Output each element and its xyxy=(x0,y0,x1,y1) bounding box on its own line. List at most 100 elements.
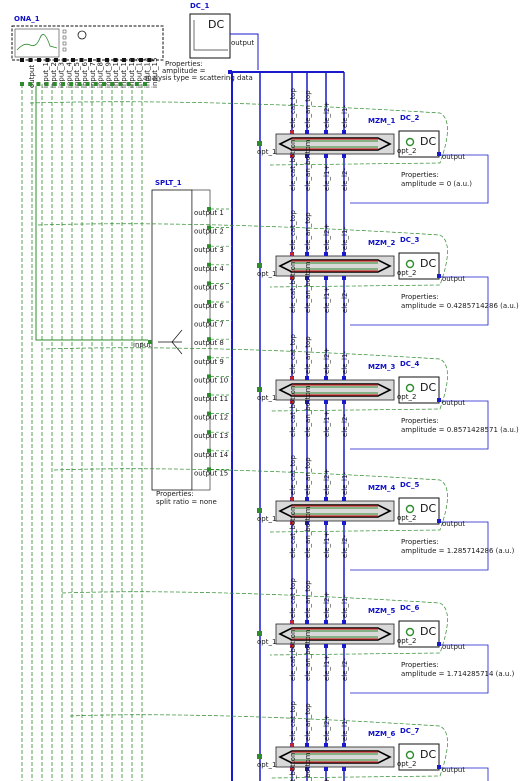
splitter-output-pin[interactable] xyxy=(207,319,211,323)
dc-output-pin[interactable] xyxy=(437,398,441,402)
mzm-pin-top[interactable] xyxy=(305,252,309,256)
mzm-opt1-pin[interactable] xyxy=(257,754,262,759)
ona-pin[interactable] xyxy=(135,82,139,86)
mzm-pin-bottom-label: ele_l1+ xyxy=(323,655,331,681)
ona-pin[interactable] xyxy=(28,82,32,86)
ona-pin[interactable] xyxy=(94,82,98,86)
ona-pin[interactable] xyxy=(45,82,49,86)
mzm-pin-top[interactable] xyxy=(342,620,346,624)
ona-pin[interactable] xyxy=(61,82,65,86)
splitter-output-label: output 14 xyxy=(194,451,229,459)
ona-port[interactable] xyxy=(80,58,84,62)
mzm-pin-bottom-label: ele_cat_bottom xyxy=(289,383,297,437)
splitter-output-pin[interactable] xyxy=(207,393,211,397)
dc-output-pin[interactable] xyxy=(437,765,441,769)
mzm-pin-bottom[interactable] xyxy=(324,521,328,525)
ona-pin[interactable] xyxy=(69,82,73,86)
mzm-pin-top-label: ele_l1- xyxy=(341,105,349,128)
mzm-pin-top[interactable] xyxy=(324,252,328,256)
dc-output-pin[interactable] xyxy=(437,519,441,523)
mzm-pin-bottom[interactable] xyxy=(342,276,346,280)
mzm-pin-top[interactable] xyxy=(324,130,328,134)
mzm-pin-top[interactable] xyxy=(305,620,309,624)
ona-pin[interactable] xyxy=(102,82,106,86)
mzm-pin-bottom[interactable] xyxy=(324,400,328,404)
splitter-output-pin[interactable] xyxy=(207,356,211,360)
mzm-opt2-label: opt_2 xyxy=(397,269,416,277)
mzm-pin-top[interactable] xyxy=(305,130,309,134)
mzm-pin-bottom[interactable] xyxy=(342,767,346,771)
ona-port[interactable] xyxy=(105,58,109,62)
mzm-pin-top[interactable] xyxy=(324,497,328,501)
ona-pin[interactable] xyxy=(53,82,57,86)
splitter-block[interactable] xyxy=(152,190,192,490)
ona-port[interactable] xyxy=(63,58,67,62)
mzm-pin-top[interactable] xyxy=(342,376,346,380)
mzm-opt1-pin[interactable] xyxy=(257,141,262,146)
ona-port[interactable] xyxy=(54,58,58,62)
splitter-output-pin[interactable] xyxy=(207,337,211,341)
dc-title: DC_6 xyxy=(400,604,419,612)
ona-pin[interactable] xyxy=(77,82,81,86)
mzm-title: MZM_2 xyxy=(368,239,396,247)
mzm-pin-top[interactable] xyxy=(324,620,328,624)
mzm-pin-top[interactable] xyxy=(324,743,328,747)
splitter-output-pin[interactable] xyxy=(207,207,211,211)
mzm-pin-top[interactable] xyxy=(305,743,309,747)
mzm-pin-top[interactable] xyxy=(342,130,346,134)
ona-pin[interactable] xyxy=(118,82,122,86)
splitter-output-pin[interactable] xyxy=(207,281,211,285)
mzm-pin-top[interactable] xyxy=(305,497,309,501)
mzm-pin-top[interactable] xyxy=(342,497,346,501)
mzm-pin-bottom[interactable] xyxy=(324,767,328,771)
ona-pin[interactable] xyxy=(127,82,131,86)
mzm-pin-bottom[interactable] xyxy=(342,521,346,525)
dc-top-pin[interactable] xyxy=(228,70,232,74)
splitter-output-pin[interactable] xyxy=(207,226,211,230)
mzm-pin-top-red xyxy=(290,376,294,380)
ona-port[interactable] xyxy=(46,58,50,62)
mzm-pin-bottom[interactable] xyxy=(324,154,328,158)
ona-port[interactable] xyxy=(20,58,24,62)
ona-port[interactable] xyxy=(71,58,75,62)
mzm-pin-bottom[interactable] xyxy=(324,644,328,648)
splitter-output-pin[interactable] xyxy=(207,449,211,453)
mzm-pin-bottom[interactable] xyxy=(342,400,346,404)
mzm-loop-wire xyxy=(38,224,448,287)
mzm-pin-bottom[interactable] xyxy=(342,154,346,158)
splitter-output-pin[interactable] xyxy=(207,300,211,304)
ona-pin[interactable] xyxy=(20,82,24,86)
dc-output-pin[interactable] xyxy=(437,152,441,156)
ona-port[interactable] xyxy=(88,58,92,62)
splitter-output-pin[interactable] xyxy=(207,430,211,434)
mzm-pin-top[interactable] xyxy=(324,376,328,380)
mzm-opt1-pin[interactable] xyxy=(257,263,262,268)
mzm-opt1-pin[interactable] xyxy=(257,387,262,392)
mzm-pin-top[interactable] xyxy=(342,252,346,256)
dc-icon-text: DC xyxy=(420,502,436,515)
splitter-output-pin[interactable] xyxy=(207,374,211,378)
splitter-output-pin[interactable] xyxy=(207,412,211,416)
splitter-output-pin[interactable] xyxy=(207,244,211,248)
ona-pin[interactable] xyxy=(36,82,40,86)
mzm-pin-top[interactable] xyxy=(305,376,309,380)
mzm-pin-bottom[interactable] xyxy=(324,276,328,280)
ona-port[interactable] xyxy=(29,58,33,62)
mzm-pin-bottom[interactable] xyxy=(342,644,346,648)
mzm-opt1-pin[interactable] xyxy=(257,631,262,636)
ona-pin[interactable] xyxy=(143,82,147,86)
dc-output-pin[interactable] xyxy=(437,274,441,278)
ona-block[interactable] xyxy=(12,26,163,62)
dc-prop-amplitude: amplitude = 0.8571428571 (a.u.) xyxy=(401,426,519,434)
splitter-input-pin[interactable] xyxy=(148,340,152,344)
ona-pin[interactable] xyxy=(86,82,90,86)
mzm-pin-top[interactable] xyxy=(342,743,346,747)
dc-output-pin[interactable] xyxy=(437,642,441,646)
ona-pin[interactable] xyxy=(110,82,114,86)
mzm-pin-bottom-label: ele_cat_bottom xyxy=(289,504,297,558)
mzm-opt1-pin[interactable] xyxy=(257,508,262,513)
splitter-output-pin[interactable] xyxy=(207,263,211,267)
ona-port[interactable] xyxy=(97,58,101,62)
ona-port[interactable] xyxy=(37,58,41,62)
